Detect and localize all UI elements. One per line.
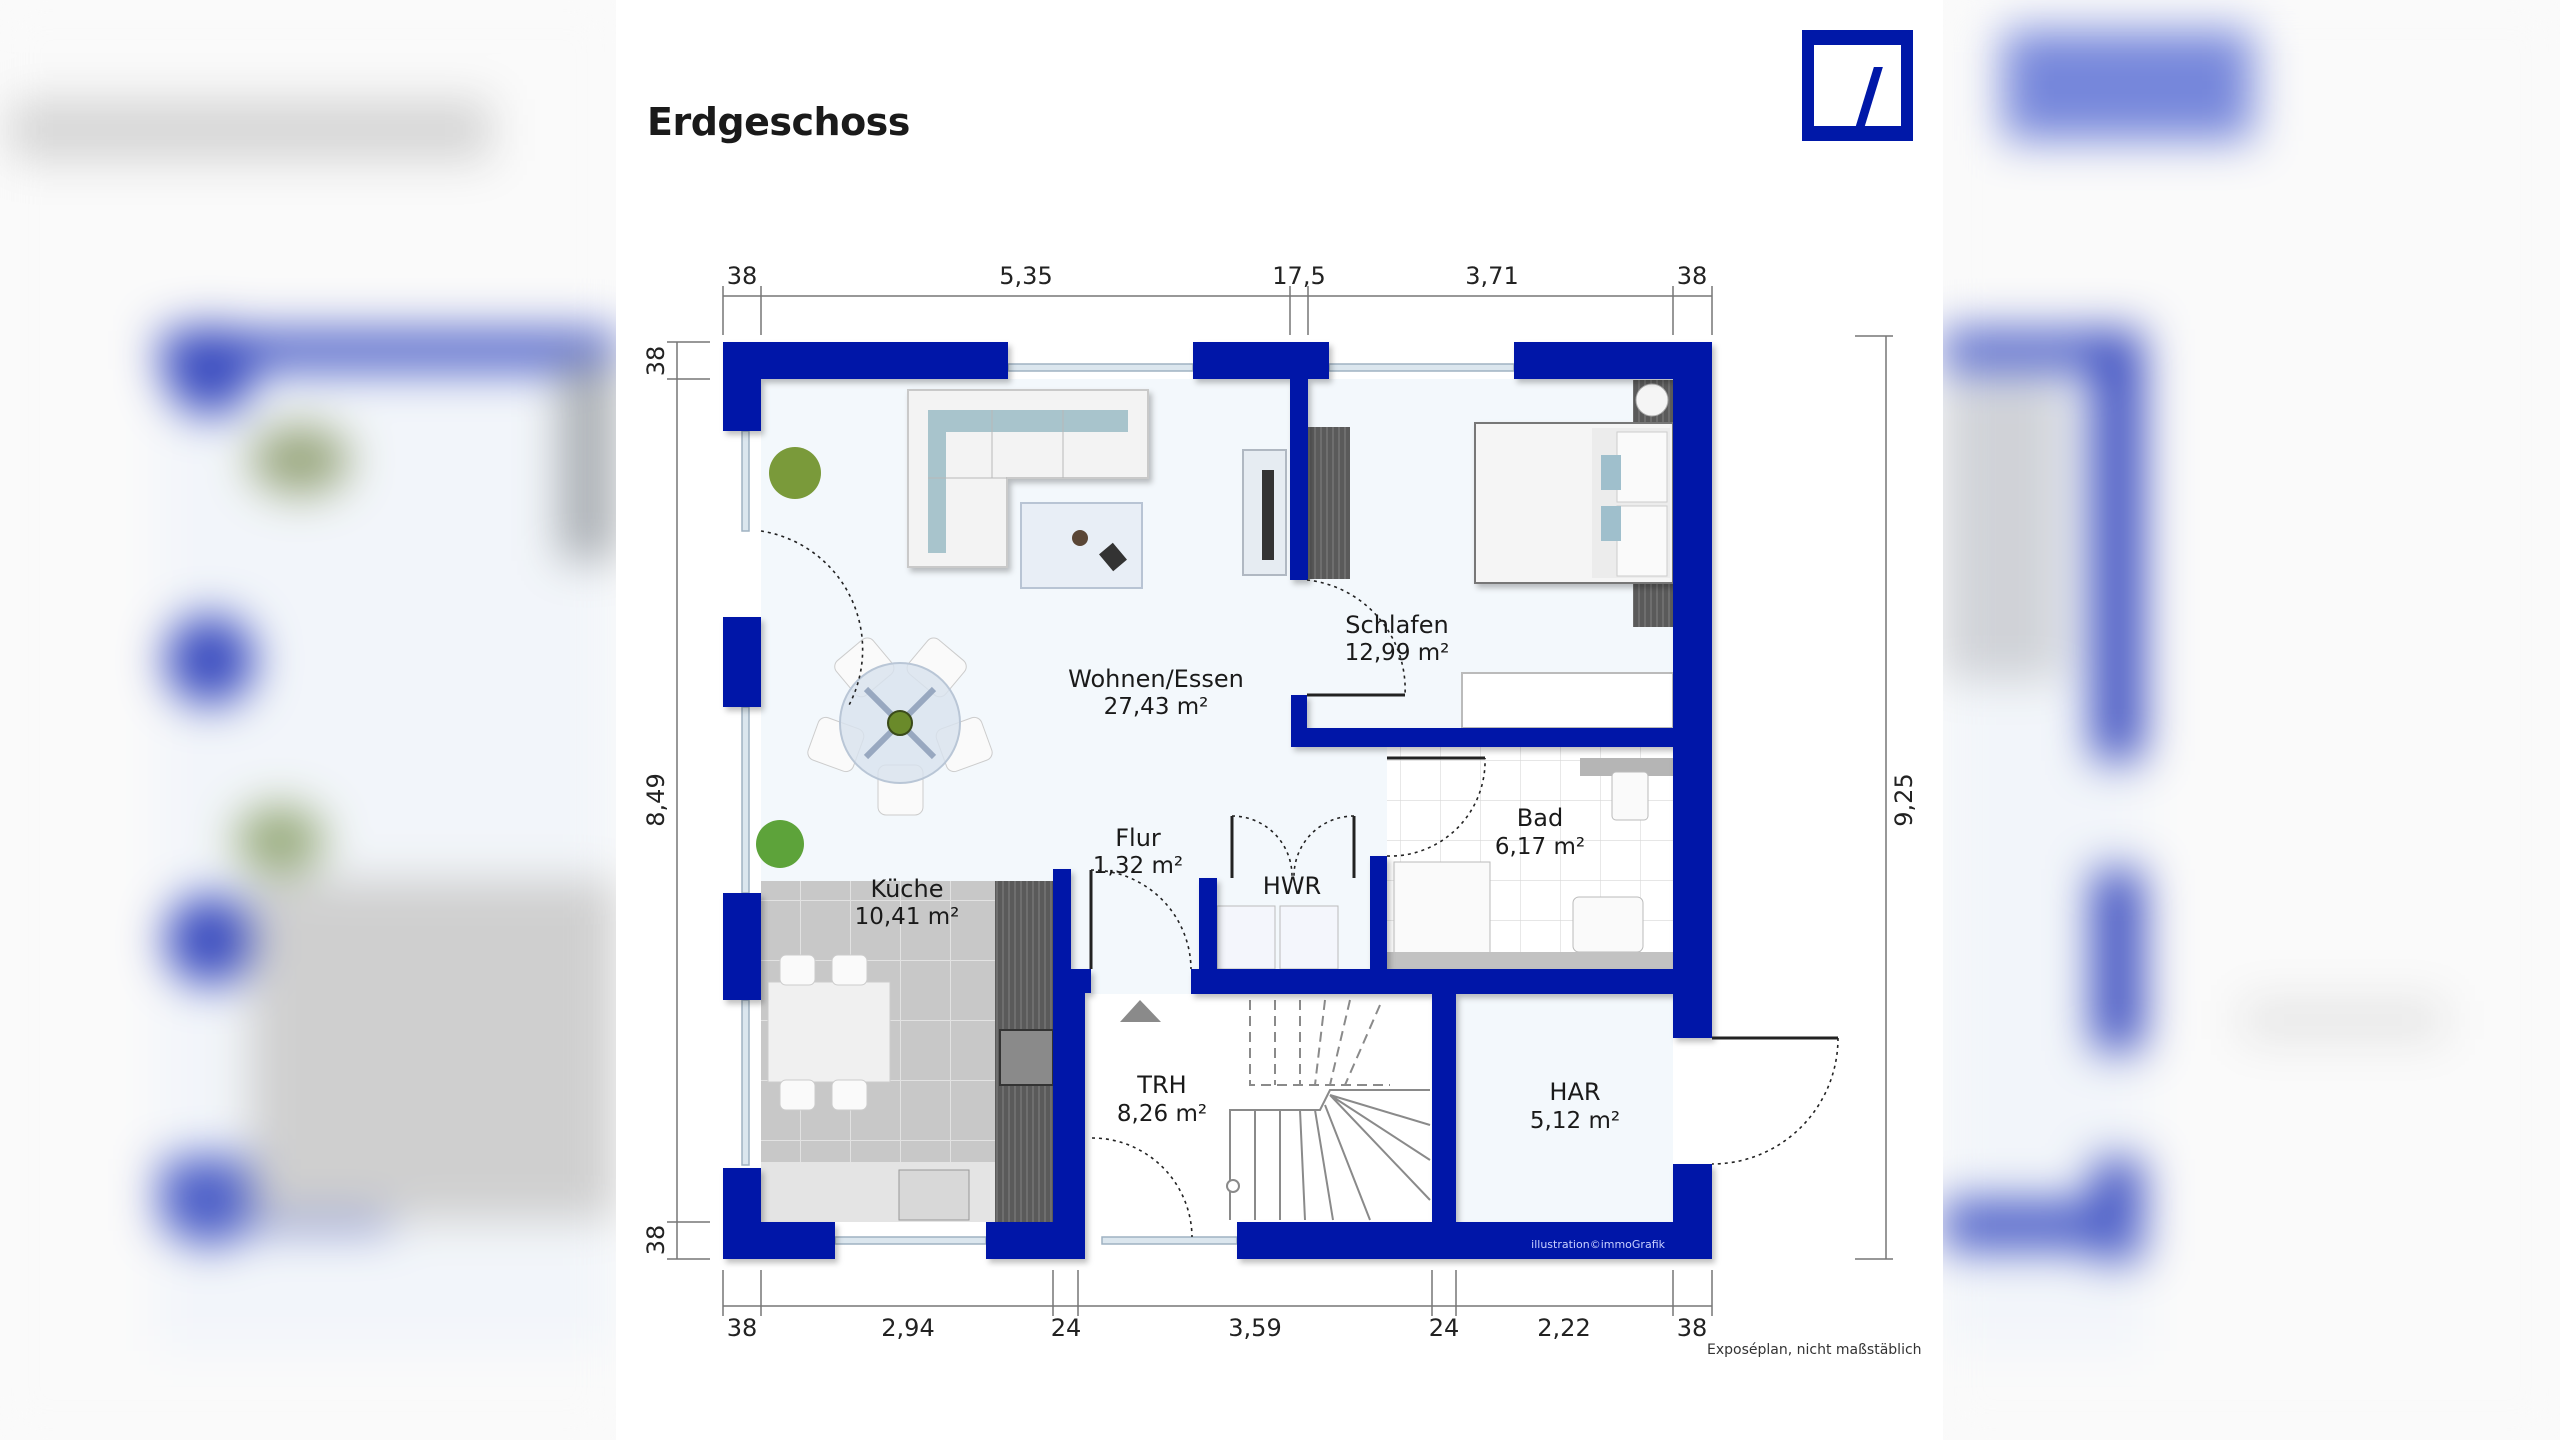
room-name-bad: Bad: [1517, 804, 1563, 832]
deutsche-bank-logo-icon: [1802, 30, 1913, 141]
tv-stand-icon: [1242, 449, 1287, 576]
dim-top-2: 5,35: [999, 262, 1052, 290]
dim-bottom-5: 24: [1429, 1314, 1460, 1342]
room-name-flur: Flur: [1115, 824, 1161, 852]
entrance-arrow-icon: [1120, 1000, 1161, 1022]
room-area-trh: 8,26 m²: [1117, 1101, 1207, 1127]
floor-har: [1456, 994, 1673, 1222]
room-name-har: HAR: [1549, 1078, 1600, 1106]
sofa-icon: [907, 389, 1149, 568]
dim-top-4: 3,71: [1465, 262, 1518, 290]
staircase-icon: [1226, 999, 1431, 1221]
room-area-har: 5,12 m²: [1530, 1108, 1620, 1134]
disclaimer-note: Exposéplan, nicht maßstäblich: [1707, 1342, 1922, 1358]
room-area-wohnen: 27,43 m²: [1104, 694, 1209, 720]
plant-icon: [756, 820, 804, 868]
room-area-schlafen: 12,99 m²: [1345, 640, 1450, 666]
plant-icon: [769, 447, 821, 499]
dim-bottom-2: 2,94: [881, 1314, 934, 1342]
room-name-hwr: HWR: [1263, 872, 1321, 900]
dining-table-icon: [807, 637, 993, 816]
room-name-trh: TRH: [1136, 1071, 1186, 1099]
dim-right-1: 9,25: [1890, 773, 1918, 826]
dim-left-2: 8,49: [642, 773, 670, 826]
blurred-background-left: [0, 0, 616, 1440]
bath-fixtures-icon: [1387, 758, 1673, 969]
dimension-lines: [667, 286, 1893, 1316]
dim-bottom-3: 24: [1051, 1314, 1082, 1342]
washing-machines-icon: [1216, 905, 1339, 970]
dim-bottom-6: 2,22: [1537, 1314, 1590, 1342]
coffee-table-icon: [1020, 502, 1143, 589]
blurred-background-right: [1943, 0, 2560, 1440]
blurred-plan-right: [1943, 0, 2560, 1440]
blurred-plan-left: [0, 0, 616, 1440]
room-labels: Wohnen/Essen 27,43 m² Schlafen 12,99 m² …: [855, 611, 1620, 1134]
dim-left-3: 38: [642, 1225, 670, 1256]
room-area-bad: 6,17 m²: [1495, 834, 1585, 860]
dresser-icon: [1461, 672, 1674, 729]
dim-bottom-7: 38: [1677, 1314, 1708, 1342]
illustration-credit: illustration©immoGrafik: [1531, 1238, 1665, 1251]
room-area-kueche: 10,41 m²: [855, 904, 960, 930]
dim-bottom-1: 38: [727, 1314, 758, 1342]
wardrobe-icon: [1307, 427, 1350, 579]
dim-top-1: 38: [727, 262, 758, 290]
dim-top-3: 17,5: [1272, 262, 1325, 290]
room-area-flur: 1,32 m²: [1093, 853, 1183, 879]
doors: [760, 530, 1839, 1238]
room-name-schlafen: Schlafen: [1345, 611, 1448, 639]
room-name-kueche: Küche: [871, 875, 944, 903]
logo-inner: [1814, 45, 1901, 132]
room-name-wohnen: Wohnen/Essen: [1068, 665, 1244, 693]
dim-bottom-4: 3,59: [1228, 1314, 1281, 1342]
dim-left-1: 38: [642, 346, 670, 377]
walls: [723, 342, 1712, 1259]
dimension-labels: 38 5,35 17,5 3,71 38 38 2,94 24 3,59 24 …: [642, 262, 1918, 1342]
page-title: Erdgeschoss: [647, 100, 910, 144]
bed-icon: [1474, 380, 1674, 627]
dim-top-5: 38: [1677, 262, 1708, 290]
